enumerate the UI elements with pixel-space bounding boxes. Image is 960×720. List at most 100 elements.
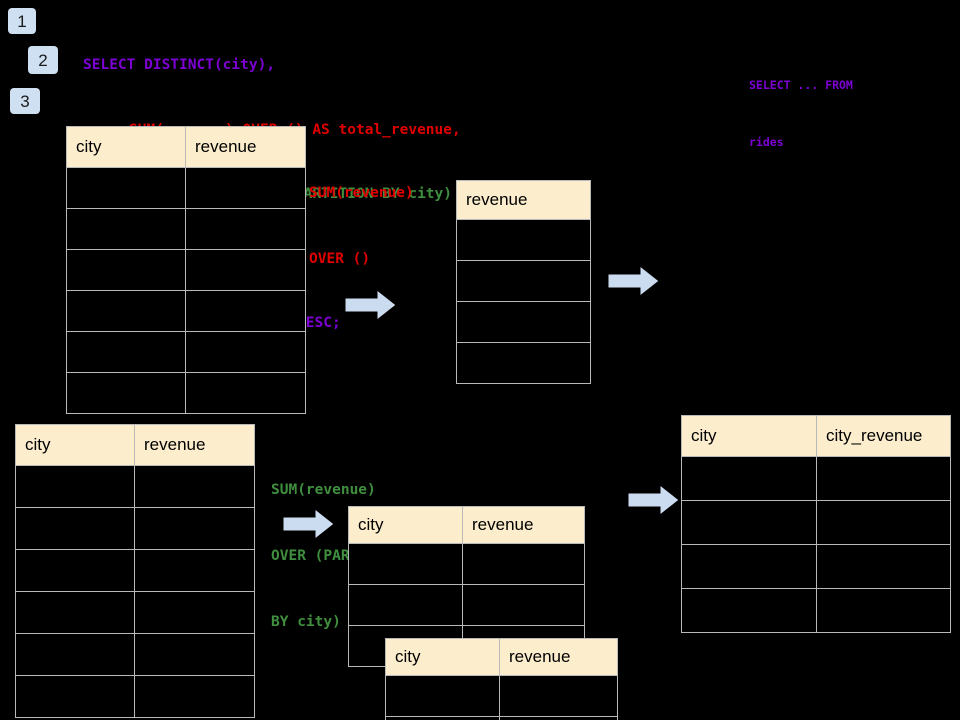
table-cell [66,208,186,250]
column-header-city: city [681,415,817,457]
table-row [681,544,951,589]
table-row [66,208,306,250]
table-row [15,507,255,550]
table-cell [134,549,255,592]
column-header-revenue: revenue [499,638,618,676]
table-cell [15,675,135,718]
annotation-total-window-line-2: OVER () [309,251,371,267]
table-row [66,372,306,414]
annotation-partition-window-line-1: SUM(revenue) [271,482,376,498]
step-badge-1: 1 [8,8,36,34]
table-row [66,249,306,291]
table-row [385,675,618,717]
arrow-partition-to-result [628,484,680,516]
step-badge-2: 2 [28,46,58,74]
table-partition-b: city revenue [385,638,618,720]
table-cell [816,544,951,589]
table-row [456,342,591,384]
table-row [15,591,255,634]
table-cell [348,584,463,626]
table-cell [462,543,585,585]
step-badge-2-label: 2 [38,50,48,70]
side-note-line-1: SELECT ... FROM [749,78,853,92]
column-header-revenue: revenue [456,180,591,220]
table-row [348,543,585,585]
table-cell [15,549,135,592]
column-header-revenue: revenue [462,506,585,544]
table-row [66,290,306,332]
step-badge-3: 3 [10,88,40,114]
table-header-row: city revenue [66,126,306,168]
table-cell [185,372,306,414]
table-cell [385,675,500,717]
table-cell [816,588,951,633]
table-header-row: city revenue [385,638,618,676]
table-cell [816,456,951,501]
table-cell [456,219,591,261]
table-header-row: city revenue [15,424,255,466]
arrow-source-to-partition [283,508,335,540]
table-result: city city_revenue [681,415,951,633]
column-header-city: city [385,638,500,676]
table-cell [385,716,500,720]
table-row [456,301,591,343]
table-cell [456,301,591,343]
table-total-revenue: revenue [456,180,591,384]
column-header-city: city [348,506,463,544]
table-cell [185,290,306,332]
step-badge-3-label: 3 [20,91,30,111]
table-cell [15,507,135,550]
table-cell [15,465,135,508]
table-cell [499,675,618,717]
table-cell [456,260,591,302]
table-header-row: city city_revenue [681,415,951,457]
table-cell [134,633,255,676]
column-header-revenue: revenue [134,424,255,466]
table-cell [681,500,817,545]
table-cell [134,465,255,508]
table-row [385,716,618,720]
table-cell [185,167,306,209]
arrow-total-to-result [608,265,660,297]
table-header-row: revenue [456,180,591,220]
step-badge-1-label: 1 [17,11,27,31]
table-row [15,633,255,676]
annotation-partition-window-line-3: BY city) [271,614,341,630]
column-header-city: city [15,424,135,466]
table-row [15,465,255,508]
table-row [456,219,591,261]
table-cell [681,456,817,501]
table-source-top: city revenue [66,126,306,414]
table-cell [134,675,255,718]
table-cell [66,331,186,373]
arrow-source-to-total [345,289,397,321]
table-cell [134,591,255,634]
table-cell [15,633,135,676]
column-header-city: city [66,126,186,168]
table-row [15,549,255,592]
table-cell [185,208,306,250]
table-cell [66,249,186,291]
table-cell [456,342,591,384]
sql-line-select: SELECT DISTINCT(city), [83,57,276,73]
table-cell [134,507,255,550]
table-cell [348,543,463,585]
table-cell [499,716,618,720]
table-cell [185,249,306,291]
column-header-city-revenue: city_revenue [816,415,951,457]
table-cell [15,591,135,634]
table-cell [681,544,817,589]
table-row [456,260,591,302]
table-row [681,456,951,501]
table-row [66,167,306,209]
table-row [66,331,306,373]
column-header-revenue: revenue [185,126,306,168]
table-row [681,588,951,633]
side-note-select-from: SELECT ... FROM rides [749,38,853,190]
table-cell [185,331,306,373]
table-header-row: city revenue [348,506,585,544]
table-cell [66,372,186,414]
side-note-line-2: rides [749,135,784,149]
annotation-total-window: SUM(revenue) OVER () [309,138,414,314]
